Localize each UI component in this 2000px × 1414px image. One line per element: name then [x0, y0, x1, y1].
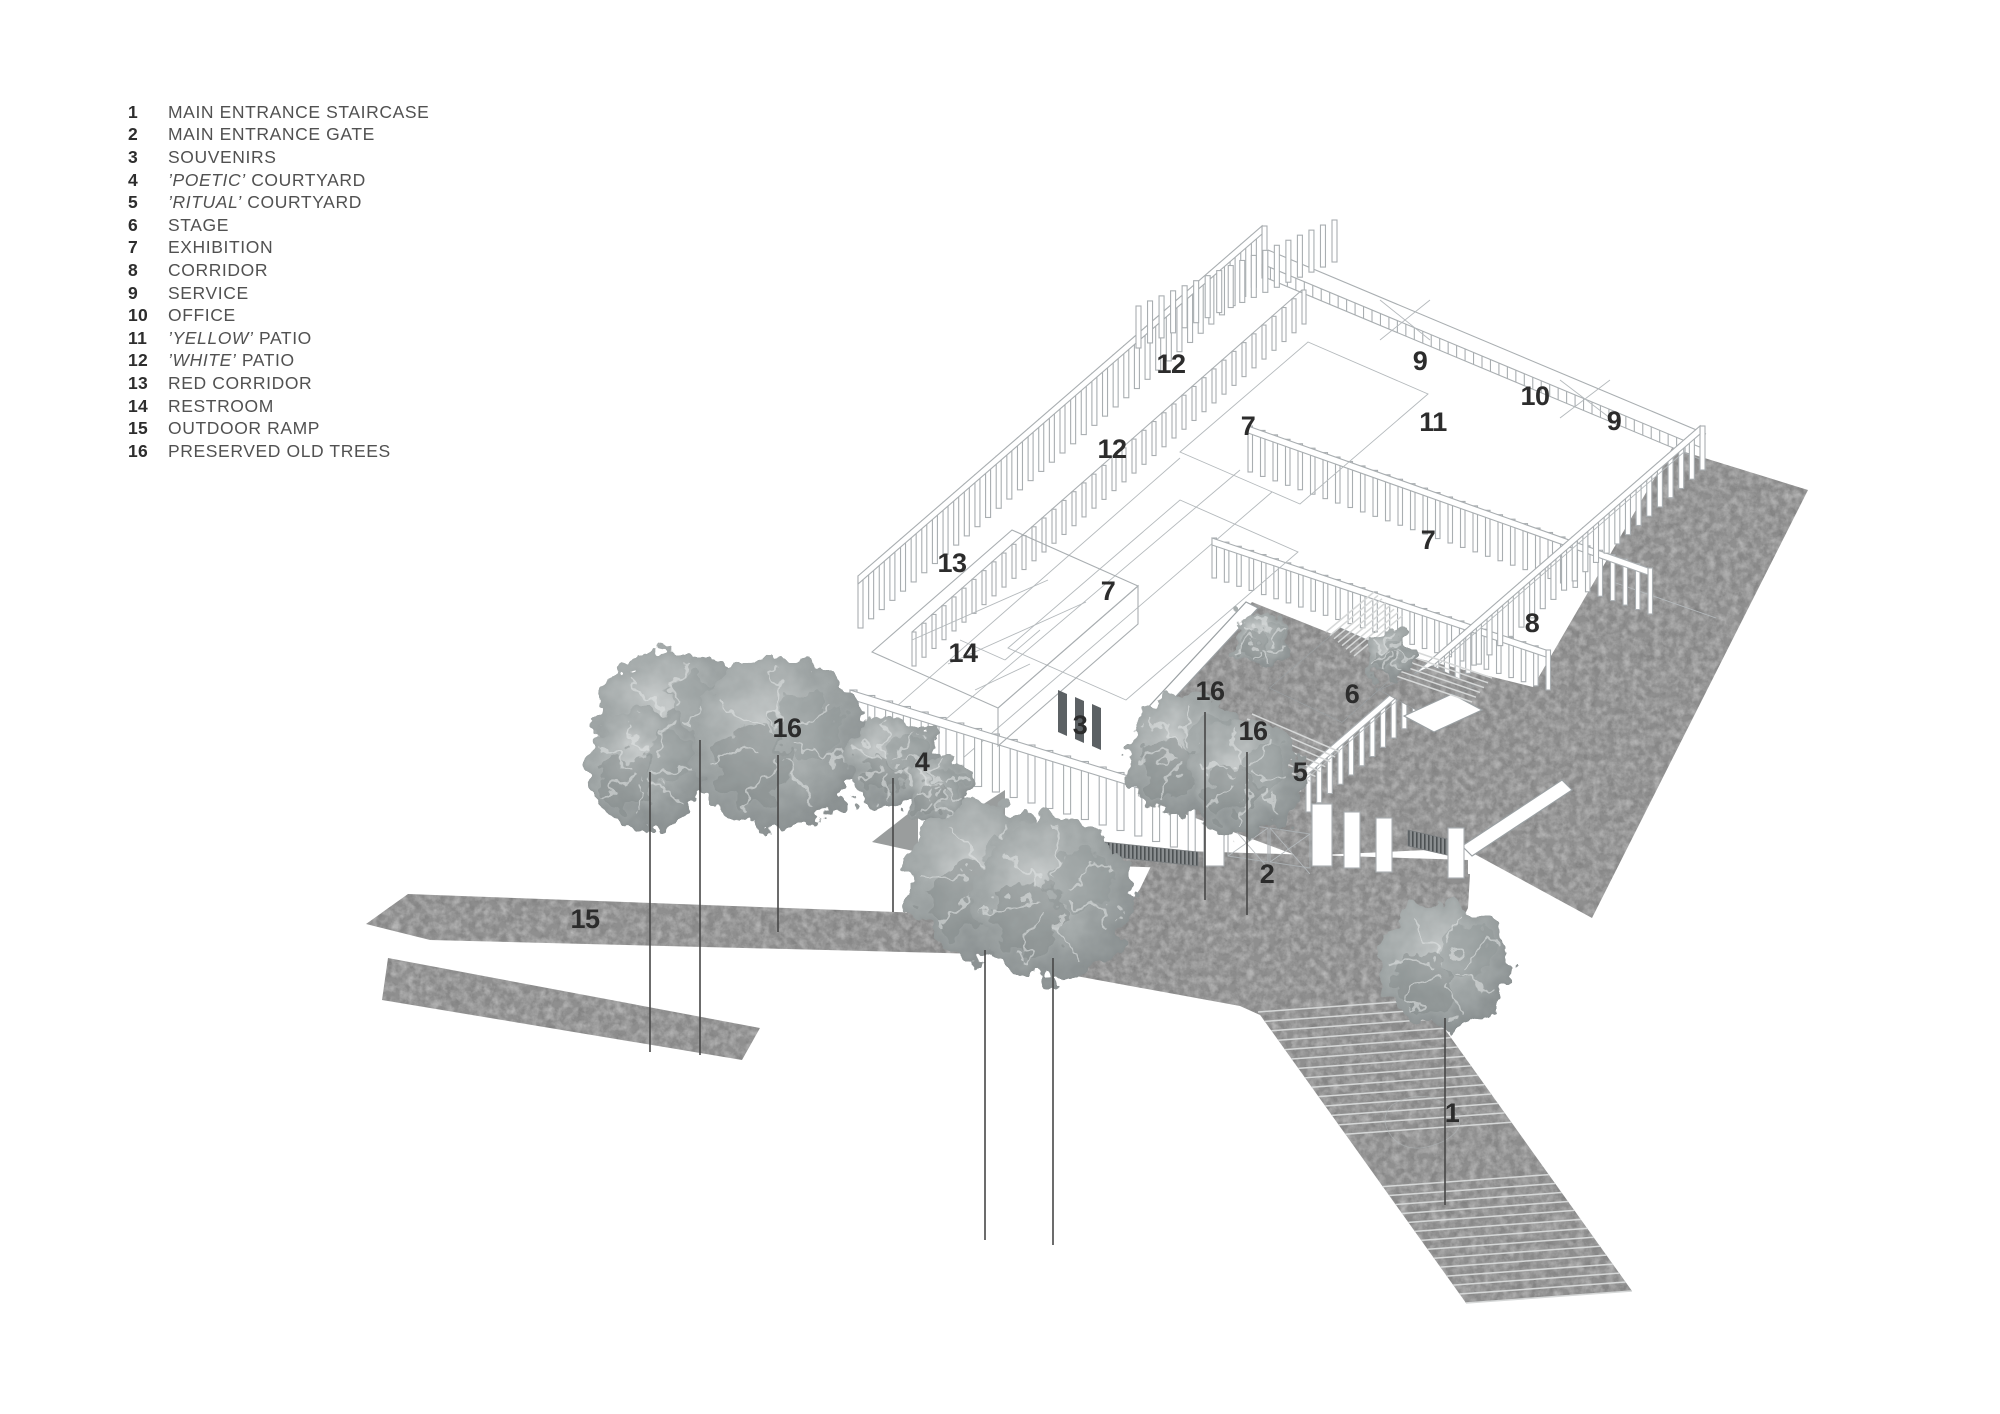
plan-label-5-17: 5 — [1293, 757, 1308, 787]
legend-item-number: 3 — [128, 146, 139, 167]
plan-label-9-1: 9 — [1413, 346, 1428, 376]
preserved-tree — [973, 818, 1133, 978]
legend-item-number: 7 — [128, 237, 139, 258]
legend-item-label: ’YELLOW’ PATIO — [168, 327, 312, 348]
legend-item-number: 15 — [128, 418, 149, 439]
legend-item-16: 16 PRESERVED OLD TREES — [128, 440, 429, 463]
plan-label-10-2: 10 — [1520, 381, 1549, 411]
trees-layer — [586, 612, 1509, 1245]
plan-label-3-14: 3 — [1073, 710, 1088, 740]
plan-label-4-18: 4 — [915, 747, 930, 777]
legend-item-label: STAGE — [168, 214, 230, 235]
legend-item-number: 8 — [128, 259, 139, 280]
plan-label-7-7: 7 — [1421, 525, 1436, 555]
legend-item-label: OUTDOOR RAMP — [168, 418, 321, 439]
legend-item-label: ’WHITE’ PATIO — [168, 350, 295, 371]
legend-item-number: 16 — [128, 440, 149, 461]
legend-item-2: 2 MAIN ENTRANCE GATE — [128, 124, 429, 147]
plan-label-2-19: 2 — [1260, 859, 1275, 889]
legend-item-3: 3 SOUVENIRS — [128, 146, 429, 169]
legend-item-12: 12 ’WHITE’ PATIO — [128, 350, 429, 373]
building-wireframe-layer — [839, 219, 1707, 859]
legend-item-label: MAIN ENTRANCE GATE — [168, 124, 375, 145]
preserved-tree — [1234, 612, 1290, 668]
legend-item-14: 14 RESTROOM — [128, 395, 429, 418]
preserved-tree — [586, 708, 706, 828]
legend-item-number: 13 — [128, 372, 149, 393]
legend-item-label: OFFICE — [168, 305, 236, 326]
legend-item-number: 6 — [128, 214, 139, 235]
plan-labels-layer: 12 9 10 11 9 7 12 7 13 7 8 14 16 6 3 16 16 5 4 2 15 1 — [570, 346, 1622, 1128]
legend-item-number: 1 — [128, 101, 139, 122]
plan-label-16-15: 16 — [772, 713, 802, 743]
legend-item-5: 5 ’RITUAL’ COURTYARD — [128, 191, 429, 214]
plan-label-1-21: 1 — [1445, 1098, 1460, 1128]
legend-item-number: 9 — [128, 282, 139, 303]
plan-label-16-12: 16 — [1195, 676, 1225, 706]
legend-item-label: PRESERVED OLD TREES — [168, 440, 391, 461]
legend-item-7: 7 EXHIBITION — [128, 237, 429, 260]
preserved-tree — [1381, 901, 1509, 1029]
legend-item-label: EXHIBITION — [168, 237, 274, 258]
legend-item-label: SOUVENIRS — [168, 146, 277, 167]
legend-item-6: 6 STAGE — [128, 214, 429, 237]
legend-item-number: 14 — [128, 395, 149, 416]
plan-label-12-6: 12 — [1097, 434, 1126, 464]
legend-item-number: 4 — [128, 169, 139, 190]
legend-item-4: 4 ’POETIC’ COURTYARD — [128, 169, 429, 192]
legend-item-label: ’POETIC’ COURTYARD — [168, 169, 366, 190]
legend-item-13: 13 RED CORRIDOR — [128, 372, 429, 395]
legend-item-label: CORRIDOR — [168, 259, 269, 280]
legend-item-label: SERVICE — [168, 282, 249, 303]
legend-item-number: 11 — [128, 327, 148, 348]
legend-item-label: RESTROOM — [168, 395, 274, 416]
plan-label-11-3: 11 — [1419, 407, 1447, 437]
legend-item-label: MAIN ENTRANCE STAIRCASE — [168, 101, 430, 122]
legend-item-number: 2 — [128, 124, 139, 145]
legend-item-10: 10 OFFICE — [128, 304, 429, 327]
plan-label-8-10: 8 — [1525, 608, 1540, 638]
legend-item-number: 10 — [128, 305, 149, 326]
courtyard-stage-layer — [1141, 591, 1573, 857]
plan-label-15-20: 15 — [570, 904, 600, 934]
plan-label-16-16: 16 — [1238, 716, 1268, 746]
legend-item-15: 15 OUTDOOR RAMP — [128, 417, 429, 440]
legend-item-1: 1 MAIN ENTRANCE STAIRCASE — [128, 101, 429, 124]
plan-label-9-4: 9 — [1607, 406, 1622, 436]
legend-item-label: RED CORRIDOR — [168, 372, 313, 393]
preserved-tree — [904, 756, 972, 824]
legend-item-11: 11 ’YELLOW’ PATIO — [128, 327, 429, 350]
legend-item-8: 8 CORRIDOR — [128, 259, 429, 282]
plan-label-6-13: 6 — [1345, 679, 1360, 709]
preserved-tree — [692, 658, 864, 830]
legend-item-number: 12 — [128, 350, 149, 371]
plan-label-14-11: 14 — [948, 638, 978, 668]
plan-label-7-5: 7 — [1241, 411, 1256, 441]
plan-label-7-9: 7 — [1101, 576, 1116, 606]
plan-label-12-0: 12 — [1156, 349, 1185, 379]
legend-item-label: ’RITUAL’ COURTYARD — [168, 192, 362, 213]
plan-label-13-8: 13 — [937, 548, 967, 578]
legend: 1 MAIN ENTRANCE STAIRCASE 2 MAIN ENTRANCE G… — [128, 101, 429, 463]
legend-item-number: 5 — [128, 192, 139, 213]
legend-item-9: 9 SERVICE — [128, 282, 429, 305]
preserved-tree — [1366, 631, 1414, 679]
